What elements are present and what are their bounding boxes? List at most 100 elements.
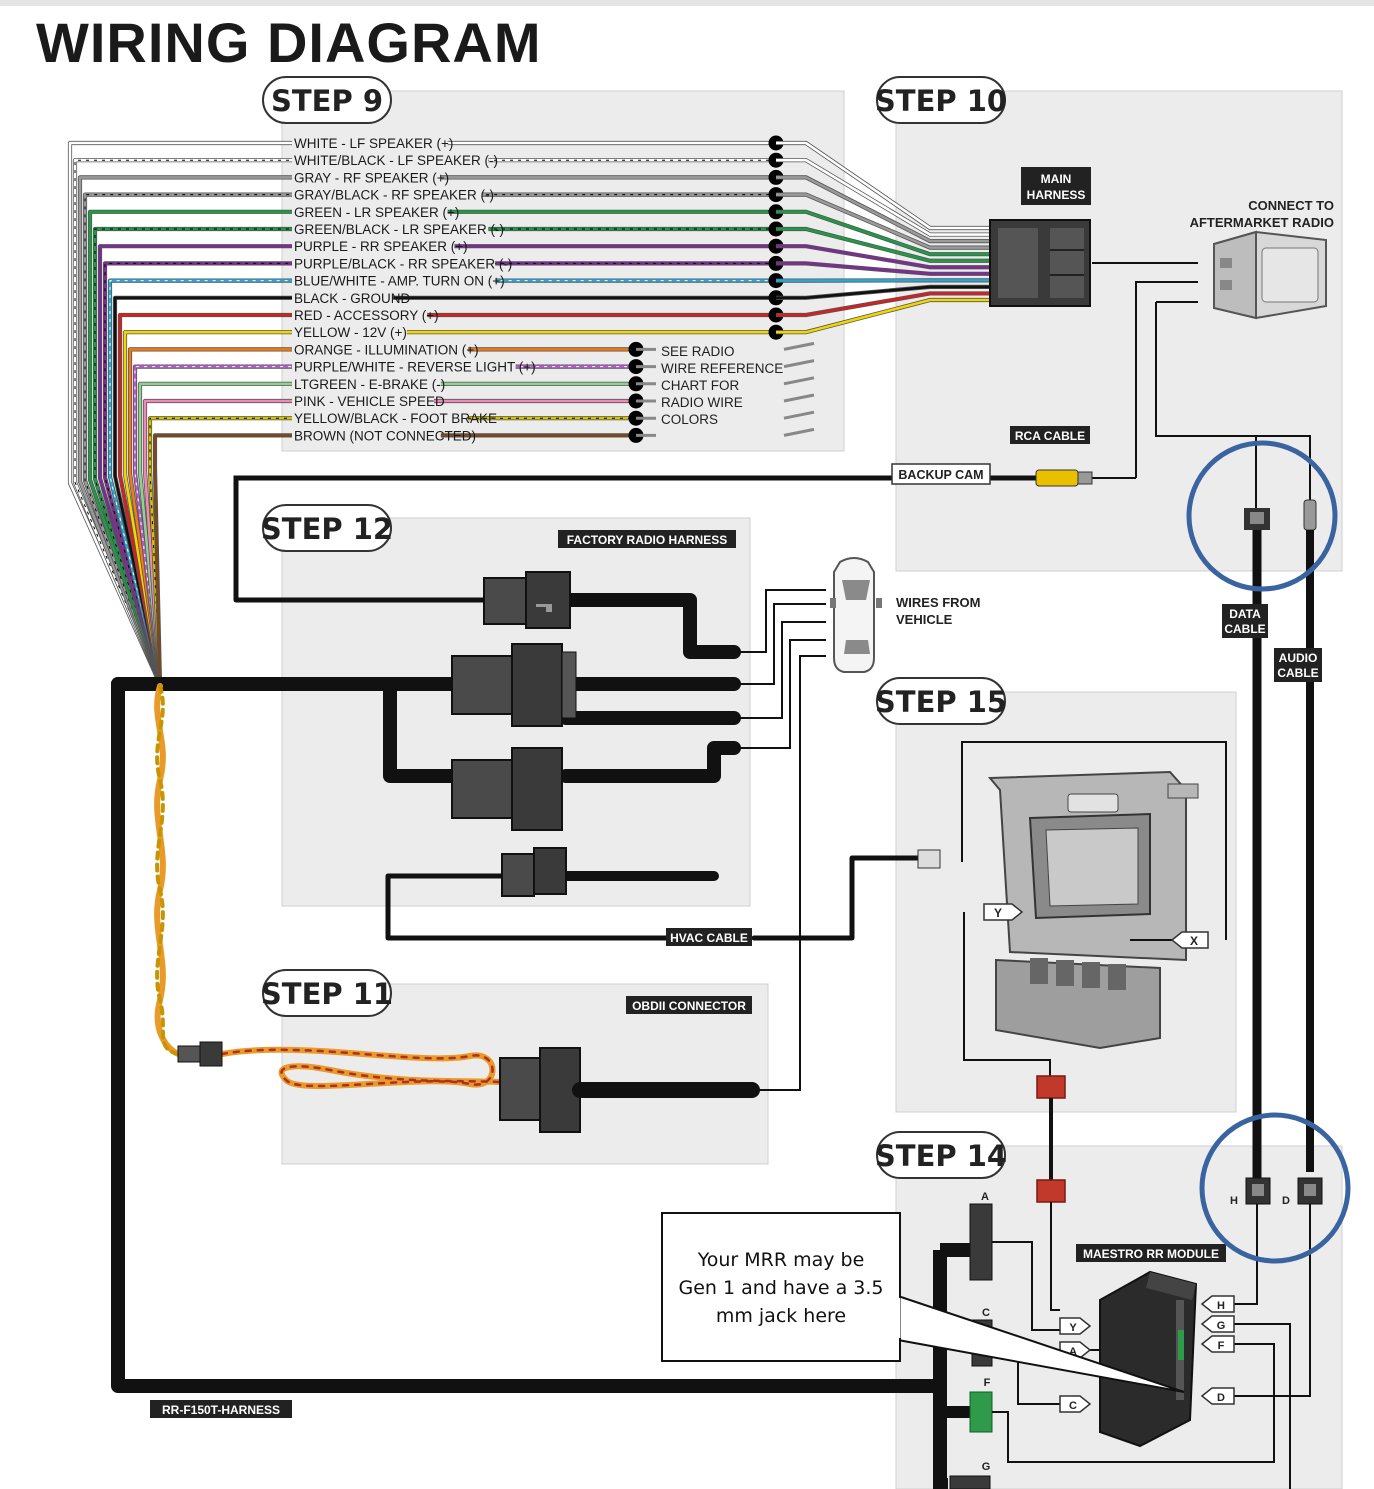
- connector-g-label: G: [982, 1461, 991, 1473]
- wire-stub-17: [636, 427, 815, 437]
- rca-cable-text: RCA CABLE: [1015, 429, 1085, 443]
- audio-cable-2: CABLE: [1277, 666, 1318, 680]
- module-tag-g-text: G: [1217, 1320, 1226, 1332]
- wire-stub-13: [636, 359, 815, 369]
- step12-label: STEP 12: [261, 512, 393, 546]
- wire-label-13: PURPLE/WHITE - REVERSE LIGHT (+): [294, 360, 536, 375]
- connector-f-label: F: [984, 1377, 991, 1389]
- step11-label: STEP 11: [261, 977, 393, 1011]
- factory-radio-harness-text: FACTORY RADIO HARNESS: [567, 533, 727, 547]
- wires-from-vehicle-label: WIRES FROM VEHICLE: [896, 595, 981, 627]
- wire-label-8: BLUE/WHITE - AMP. TURN ON (+): [294, 274, 505, 289]
- wire-label-12: ORANGE - ILLUMINATION (+): [294, 342, 479, 357]
- data-cable-1: DATA: [1229, 607, 1261, 621]
- module-tag-c: C: [1059, 1395, 1092, 1413]
- see-radio-note: SEE RADIO WIRE REFERENCE CHART FOR RADIO…: [661, 344, 783, 427]
- wire-label-11: YELLOW - 12V (+): [294, 325, 407, 340]
- tag-x-step15: X: [1170, 931, 1209, 949]
- wire-label-1: WHITE/BLACK - LF SPEAKER (-): [294, 153, 498, 168]
- see-radio-line-3: CHART FOR: [661, 378, 740, 393]
- callout: Your MRR may be Gen 1 and have a 3.5 mm …: [661, 1212, 1185, 1393]
- main-harness-label-2: HARNESS: [1027, 188, 1086, 202]
- backup-cam-label: BACKUP CAM: [891, 463, 991, 485]
- connect-to-radio-label: CONNECT TO AFTERMARKET RADIO: [1190, 198, 1334, 230]
- vehicle-wires: [734, 589, 826, 1091]
- wire-label-bg-12: [292, 341, 468, 357]
- see-radio-line-2: WIRE REFERENCE: [661, 361, 783, 376]
- step10-label: STEP 10: [875, 84, 1007, 118]
- wire-to-harness-0: [776, 141, 990, 230]
- wire-label-bg-15: [292, 393, 434, 409]
- main-harness-label: MAIN HARNESS: [1021, 167, 1091, 205]
- step15-label: STEP 15: [875, 685, 1007, 719]
- dash-kit-illustration: [917, 741, 1227, 1078]
- wire-to-harness-5: [776, 227, 990, 263]
- harness-label: RR-F150T-HARNESS: [150, 1400, 292, 1418]
- wire-label-14: LTGREEN - E-BRAKE (-): [294, 377, 445, 392]
- panel-step10: [895, 90, 1343, 572]
- twisted-pair-plug: [177, 1041, 223, 1067]
- wire-to-harness-3: [776, 193, 990, 249]
- step12-connector-4: [501, 847, 567, 897]
- step9-wire-labels: WHITE - LF SPEAKER (+)WHITE/BLACK - LF S…: [292, 135, 536, 443]
- data-cable-label: DATA CABLE: [1222, 604, 1268, 638]
- wire-to-harness-4: [776, 210, 990, 256]
- wire-label-6: PURPLE - RR SPEAKER (+): [294, 239, 468, 254]
- wire-label-2: GRAY - RF SPEAKER (+): [294, 170, 449, 185]
- module-tag-d: D: [1200, 1387, 1235, 1405]
- wire-stub-12: [636, 341, 815, 351]
- wire-stripe-7: [104, 262, 776, 685]
- hvac-cable-label: HVAC CABLE: [666, 928, 752, 946]
- see-radio-line-1: SEE RADIO: [661, 344, 735, 359]
- module-tag-y-text: Y: [1069, 1322, 1077, 1334]
- obdii-connector: [499, 1047, 760, 1133]
- highlight-circle-bottom: [1199, 1112, 1351, 1264]
- wire-label-bg-13: [292, 359, 516, 375]
- module-tag-f: F: [1200, 1335, 1235, 1353]
- rca-cable-label: RCA CABLE: [1010, 426, 1090, 444]
- wire-10: [117, 291, 990, 685]
- backup-cam-line: [233, 469, 1136, 600]
- step12-connector-3: [451, 747, 563, 831]
- wire-label-9: BLACK - GROUND: [294, 291, 411, 306]
- step9-label: STEP 9: [271, 84, 383, 118]
- wire-to-harness-10: [776, 292, 990, 317]
- radio-connections: [1092, 262, 1311, 512]
- wire-label-bg-3: [292, 187, 482, 203]
- maestro-module: [1099, 1270, 1198, 1448]
- module-tag-h-text: H: [1217, 1300, 1225, 1312]
- top-rule: [0, 0, 1374, 6]
- module-tag-c-text: C: [1069, 1400, 1077, 1412]
- module-tag-f-text: F: [1218, 1340, 1225, 1352]
- data-audio-cables: [1244, 499, 1317, 1180]
- step14-label: STEP 14: [875, 1139, 1007, 1173]
- data-cable-2: CABLE: [1224, 622, 1265, 636]
- wire-label-bg-14: [292, 376, 441, 392]
- step12-connector-1: [483, 571, 571, 629]
- wire-core-10: [118, 313, 776, 685]
- wires-from-vehicle-2: VEHICLE: [896, 612, 953, 627]
- port-d-label: D: [1282, 1195, 1290, 1207]
- wire-label-bg-1: [292, 152, 489, 168]
- factory-radio-harness-label: FACTORY RADIO HARNESS: [558, 530, 736, 548]
- see-radio-line-5: COLORS: [661, 412, 718, 427]
- wire-to-harness-1: [776, 158, 990, 236]
- wire-stub-14: [636, 376, 815, 386]
- wire-label-7: PURPLE/BLACK - RR SPEAKER (-): [294, 256, 512, 271]
- wire-stripe-8: [109, 280, 776, 685]
- wire-label-bg-6: [292, 238, 455, 254]
- wire-label-15: PINK - VEHICLE SPEED: [294, 394, 445, 409]
- step12-connector-2: [451, 643, 577, 727]
- step-pill-step11: STEP 11: [261, 969, 393, 1017]
- red-connector-pair: [1036, 1075, 1066, 1203]
- wire-to-harness-6: [776, 244, 990, 269]
- module-tag-y: Y: [1059, 1317, 1092, 1335]
- wires-from-vehicle-1: WIRES FROM: [896, 595, 981, 610]
- wire-label-bg-7: [292, 255, 496, 271]
- module-tag-a-text: A: [1069, 1346, 1077, 1358]
- step-pill-step14: STEP 14: [875, 1131, 1007, 1179]
- wire-label-bg-17: [292, 427, 441, 443]
- aftermarket-radio-icon: [1213, 230, 1327, 320]
- wire-stub-15: [636, 393, 815, 403]
- tag-x-text: X: [1190, 934, 1198, 948]
